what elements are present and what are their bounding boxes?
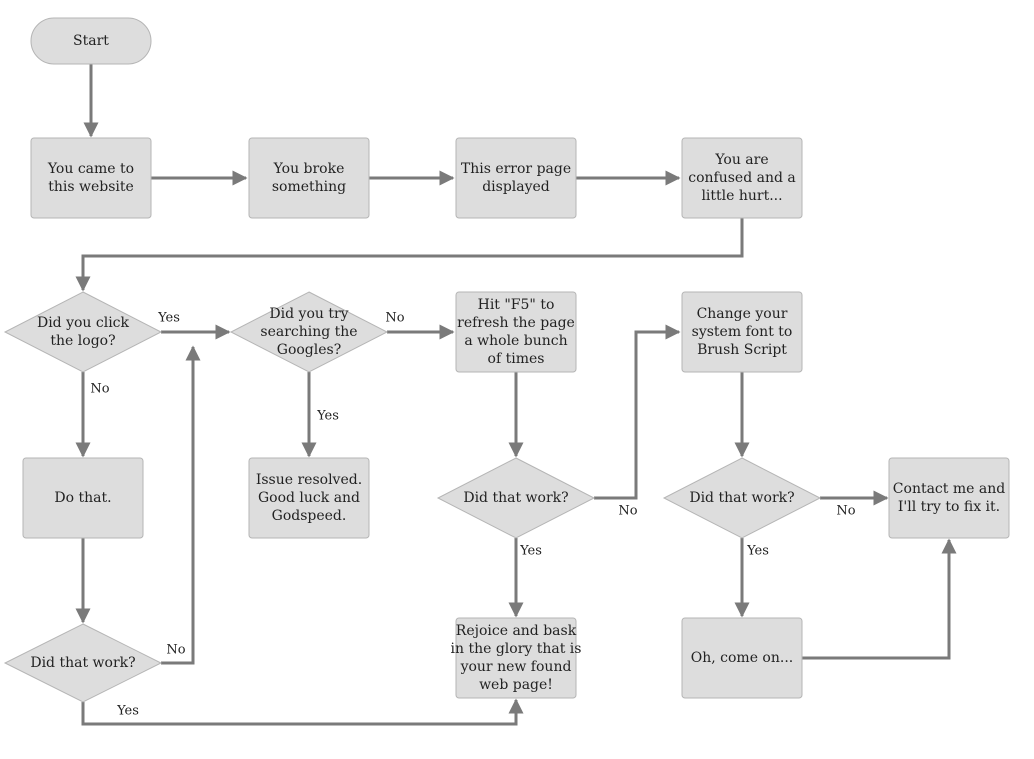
node-f5-text: refresh the page: [457, 315, 575, 331]
node-broke-text: You broke: [273, 161, 345, 177]
node-start: Start: [30, 17, 152, 65]
node-came-text: You came to: [47, 161, 134, 177]
node-confused-text: little hurt...: [701, 188, 782, 204]
edge-confused-to-logo: [75, 218, 744, 292]
edge-label-work2-to-rejoice: Yes: [519, 544, 542, 559]
node-f5-text: a whole bunch: [464, 333, 567, 349]
node-work2: Did that work?: [436, 457, 596, 539]
node-work3-text: Did that work?: [689, 490, 794, 506]
node-comeon-text: Oh, come on...: [691, 650, 793, 666]
node-font-text: Change your: [697, 306, 788, 322]
node-came-text: this website: [48, 179, 134, 195]
node-f5-text: of times: [488, 351, 545, 367]
decision-shape: [229, 291, 389, 373]
process-shape: [248, 137, 370, 219]
process-shape: [681, 617, 803, 699]
node-broke: You broke something: [248, 137, 370, 219]
node-f5-text: Hit "F5" to: [478, 297, 555, 313]
node-googles-text: Googles?: [277, 342, 341, 358]
node-rejoice-text: in the glory that is: [451, 641, 582, 657]
process-shape: [888, 457, 1010, 539]
edge-label-work1-to-rejoice: Yes: [116, 704, 139, 719]
edge-label-googles-to-resolved: Yes: [316, 409, 339, 424]
decision-shape: [3, 623, 163, 703]
process-shape: [455, 617, 577, 699]
terminal-shape: [30, 17, 152, 65]
decision-shape: [662, 457, 822, 539]
edge-work1-to-googles: [161, 345, 201, 665]
node-resolved-text: Good luck and: [258, 490, 360, 506]
decision-shape: [436, 457, 596, 539]
node-start-text: Start: [73, 33, 109, 49]
node-error: This error page displayed: [455, 137, 577, 219]
node-logo-text: Did you click: [37, 315, 130, 331]
node-work1: Did that work?: [3, 623, 163, 703]
node-contact-text: I'll try to fix it.: [898, 499, 1000, 515]
node-work3: Did that work?: [662, 457, 822, 539]
node-contact-text: Contact me and: [893, 481, 1005, 497]
process-shape: [248, 457, 370, 539]
node-confused-text: confused and a: [688, 170, 796, 186]
process-shape: [455, 291, 577, 373]
node-resolved-text: Godspeed.: [272, 508, 347, 524]
node-f5: Hit "F5" to refresh the page a whole bunch…: [455, 291, 577, 373]
process-shape: [30, 137, 152, 219]
node-confused-text: You are: [714, 152, 768, 168]
node-font-text: Brush Script: [697, 342, 787, 358]
node-work2-text: Did that work?: [463, 490, 568, 506]
edge-work1-to-rejoice: [81, 698, 524, 726]
decision-shape: [3, 291, 163, 373]
edge-label-work1-to-googles: No: [166, 643, 185, 658]
node-dothat: Do that.: [22, 457, 144, 539]
node-came: You came to this website: [30, 137, 152, 219]
node-error-text: This error page: [461, 161, 571, 177]
edge-label-work3-to-comeon: Yes: [746, 544, 769, 559]
node-googles-text: searching the: [260, 324, 357, 340]
node-font-text: system font to: [692, 324, 793, 340]
node-rejoice-text: your new found: [460, 659, 572, 675]
edge-label-work2-to-font: No: [618, 504, 637, 519]
node-confused: You are confused and a little hurt...: [681, 137, 803, 219]
node-resolved-text: Issue resolved.: [256, 472, 362, 488]
node-rejoice-text: Rejoice and bask: [456, 623, 577, 639]
node-googles-text: Did you try: [269, 306, 348, 322]
process-shape: [22, 457, 144, 539]
edge-comeon-to-contact: [802, 538, 957, 660]
node-comeon: Oh, come on...: [681, 617, 803, 699]
edge-label-work3-to-contact: No: [836, 504, 855, 519]
edge-label-googles-to-f5: No: [385, 311, 404, 326]
node-work1-text: Did that work?: [30, 655, 135, 671]
node-font: Change your system font to Brush Script: [681, 291, 803, 373]
node-logo: Did you click the logo?: [3, 291, 163, 373]
edge-label-logo-to-dothat: No: [90, 382, 109, 397]
process-shape: [681, 291, 803, 373]
edge-work2-to-font: [594, 324, 681, 500]
node-logo-text: the logo?: [50, 333, 115, 349]
node-broke-text: something: [272, 179, 346, 195]
edges: [75, 64, 957, 726]
node-dothat-text: Do that.: [54, 490, 111, 506]
process-shape: [681, 137, 803, 219]
node-error-text: displayed: [482, 179, 550, 195]
edge-label-logo-to-googles: Yes: [157, 311, 180, 326]
node-rejoice-text: web page!: [479, 677, 553, 693]
node-rejoice: Rejoice and bask in the glory that is your…: [451, 617, 582, 699]
process-shape: [455, 137, 577, 219]
